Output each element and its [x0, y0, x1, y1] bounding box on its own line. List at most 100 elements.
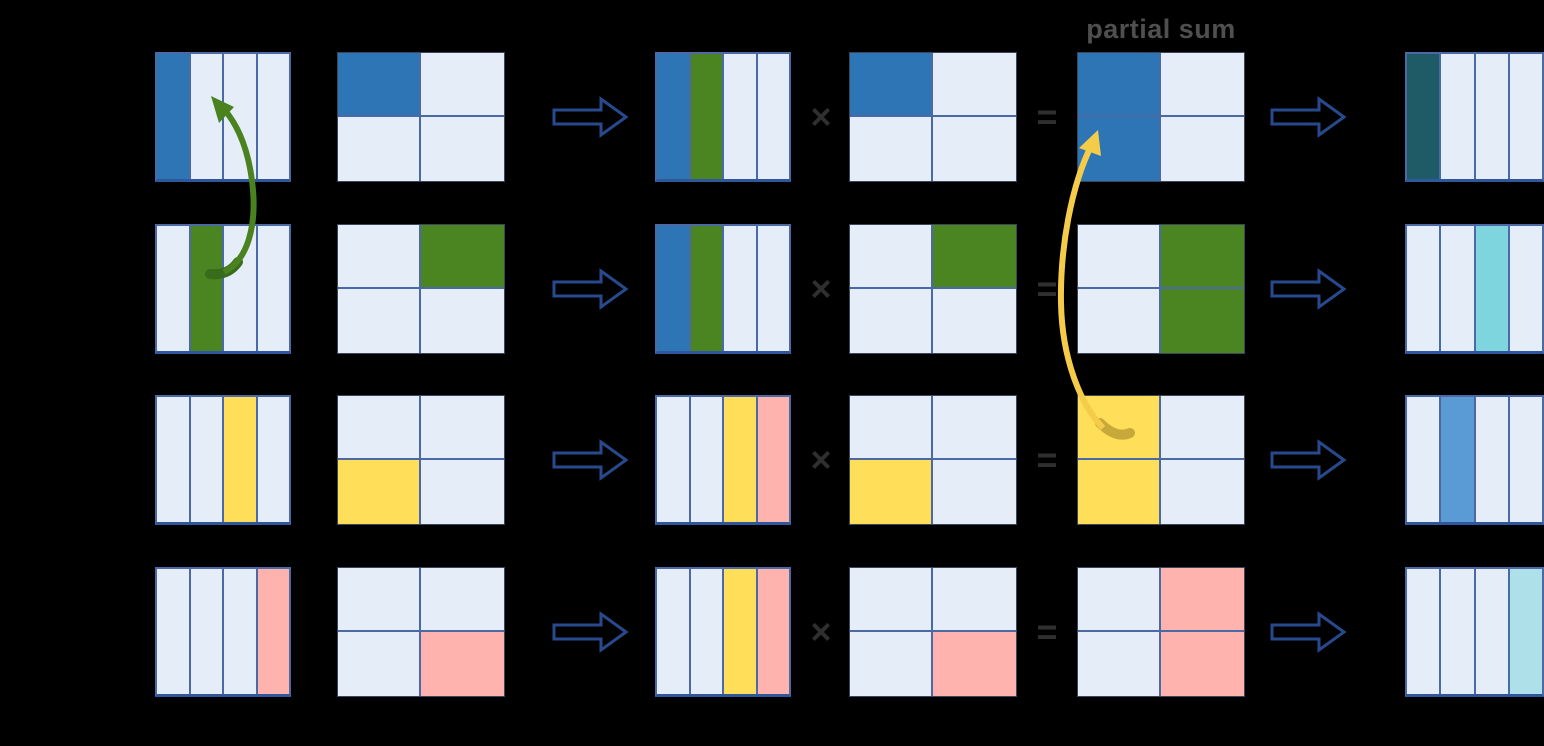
- row-3-combined-vector-matrix-col4: [757, 397, 789, 522]
- row-2-result-vector-matrix-col2: [1441, 226, 1476, 351]
- row-3-operand-matrix-r2c2: [933, 460, 1016, 524]
- row-3-left-vector-matrix-col3: [224, 397, 258, 522]
- row-3-left-vector-matrix-col4: [257, 397, 289, 522]
- row-2-left-vector-matrix-col3: [224, 226, 258, 351]
- row-2-combined-vector-matrix-col2: [690, 226, 724, 351]
- row-2-left-vector-matrix-col1: [157, 226, 191, 351]
- row-1-combined-vector-matrix-col2: [690, 54, 724, 179]
- row-3-block-matrix: [337, 395, 505, 525]
- row-1-combined-vector-matrix: [655, 52, 791, 182]
- row-4-combined-vector-matrix-col3: [724, 569, 758, 694]
- row-1-partial-sum-matrix: [1077, 52, 1245, 182]
- row-2-result-vector-matrix: [1405, 224, 1544, 354]
- row-4-left-vector-matrix-col3: [224, 569, 258, 694]
- row-2-partial-sum-matrix-r1c2: [1161, 225, 1244, 289]
- row-4-flow-arrow-icon: [551, 610, 629, 659]
- row-1-equals-operator: =: [1036, 96, 1058, 137]
- row-3-flow-arrow-icon: [551, 438, 629, 487]
- row-1-block-matrix-r2c1: [338, 117, 421, 181]
- row-3-block-matrix-r1c1: [338, 396, 421, 460]
- row-1-output-arrow-icon: [1269, 95, 1347, 144]
- row-2-combined-vector-matrix-col1: [657, 226, 691, 351]
- row-4-result-vector-matrix-col4: [1509, 569, 1542, 694]
- row-1-partial-sum-matrix-r1c2: [1161, 53, 1244, 117]
- row-1-combined-vector-matrix-col1: [657, 54, 691, 179]
- row-3-combined-vector-matrix-col3: [724, 397, 758, 522]
- row-3-operand-matrix-r2c1: [850, 460, 933, 524]
- row-2-combined-vector-matrix: [655, 224, 791, 354]
- row-4-output-arrow-icon: [1269, 610, 1347, 659]
- row-1-combined-vector-matrix-col3: [724, 54, 758, 179]
- row-2-left-vector-matrix-col4: [257, 226, 289, 351]
- row-1-combined-vector-matrix-col4: [757, 54, 789, 179]
- row-2-flow-arrow-icon: [551, 267, 629, 316]
- row-1-partial-sum-matrix-r1c1: [1078, 53, 1161, 117]
- row-4-partial-sum-matrix: [1077, 567, 1245, 697]
- row-4-combined-vector-matrix-col1: [657, 569, 691, 694]
- row-1-partial-sum-matrix-r2c2: [1161, 117, 1244, 181]
- row-2-equals-operator: =: [1036, 268, 1058, 309]
- row-1-left-vector-matrix-col3: [224, 54, 258, 179]
- row-4-combined-vector-matrix-col2: [690, 569, 724, 694]
- row-2-operand-matrix-r2c2: [933, 289, 1016, 353]
- row-1-operand-matrix-r1c2: [933, 53, 1016, 117]
- row-1-result-vector-matrix: [1405, 52, 1544, 182]
- row-3-partial-sum-matrix: [1077, 395, 1245, 525]
- row-2-block-matrix-r1c1: [338, 225, 421, 289]
- row-3-result-vector-matrix-col3: [1475, 397, 1510, 522]
- row-2-result-vector-matrix-col3: [1475, 226, 1510, 351]
- row-1-times-operator: ×: [810, 96, 832, 137]
- row-3-combined-vector-matrix-col2: [690, 397, 724, 522]
- row-1-result-vector-matrix-col4: [1509, 54, 1542, 179]
- row-3-block-matrix-r1c2: [421, 396, 504, 460]
- row-1-operand-matrix-r2c1: [850, 117, 933, 181]
- row-2-block-matrix-r1c2: [421, 225, 504, 289]
- row-1-left-vector-matrix-col1: [157, 54, 191, 179]
- row-1-block-matrix: [337, 52, 505, 182]
- row-4-left-vector-matrix: [155, 567, 291, 697]
- row-1-result-vector-matrix-col2: [1441, 54, 1476, 179]
- row-4-result-vector-matrix-col2: [1441, 569, 1476, 694]
- row-4-combined-vector-matrix: [655, 567, 791, 697]
- row-1-operand-matrix-r1c1: [850, 53, 933, 117]
- row-2-operand-matrix-r2c1: [850, 289, 933, 353]
- row-4-left-vector-matrix-col4: [257, 569, 289, 694]
- row-3-combined-vector-matrix-col1: [657, 397, 691, 522]
- row-3-times-operator: ×: [810, 439, 832, 480]
- row-1-left-vector-matrix: [155, 52, 291, 182]
- row-3-result-vector-matrix-col2: [1441, 397, 1476, 522]
- row-4-block-matrix-r1c1: [338, 568, 421, 632]
- row-1-result-vector-matrix-col1: [1407, 54, 1442, 179]
- row-4-operand-matrix-r2c2: [933, 632, 1016, 696]
- row-4-operand-matrix: [849, 567, 1017, 697]
- row-4-result-vector-matrix-col1: [1407, 569, 1442, 694]
- row-4-partial-sum-matrix-r1c1: [1078, 568, 1161, 632]
- row-1-block-matrix-r1c1: [338, 53, 421, 117]
- row-4-combined-vector-matrix-col4: [757, 569, 789, 694]
- row-4-block-matrix-r2c1: [338, 632, 421, 696]
- row-2-operand-matrix: [849, 224, 1017, 354]
- row-4-result-vector-matrix: [1405, 567, 1544, 697]
- row-1-flow-arrow-icon: [551, 95, 629, 144]
- row-3-output-arrow-icon: [1269, 438, 1347, 487]
- row-3-operand-matrix-r1c2: [933, 396, 1016, 460]
- row-3-block-matrix-r2c2: [421, 460, 504, 524]
- row-3-result-vector-matrix: [1405, 395, 1544, 525]
- row-3-result-vector-matrix-col1: [1407, 397, 1442, 522]
- row-2-partial-sum-matrix-r2c2: [1161, 289, 1244, 353]
- row-2-times-operator: ×: [810, 268, 832, 309]
- row-4-block-matrix-r1c2: [421, 568, 504, 632]
- row-3-combined-vector-matrix: [655, 395, 791, 525]
- row-3-operand-matrix-r1c1: [850, 396, 933, 460]
- row-4-block-matrix-r2c2: [421, 632, 504, 696]
- row-4-partial-sum-matrix-r2c1: [1078, 632, 1161, 696]
- row-3-left-vector-matrix-col1: [157, 397, 191, 522]
- row-3-partial-sum-matrix-r1c1: [1078, 396, 1161, 460]
- row-2-operand-matrix-r1c1: [850, 225, 933, 289]
- row-4-operand-matrix-r1c2: [933, 568, 1016, 632]
- row-1-block-matrix-r2c2: [421, 117, 504, 181]
- row-2-block-matrix: [337, 224, 505, 354]
- row-1-left-vector-matrix-col2: [190, 54, 224, 179]
- row-2-combined-vector-matrix-col4: [757, 226, 789, 351]
